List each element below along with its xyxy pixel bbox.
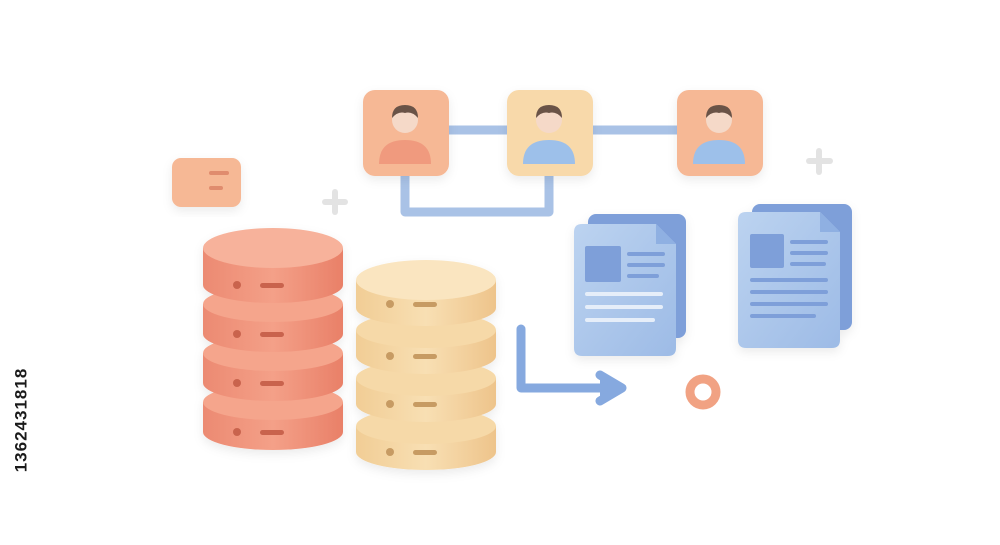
tag-icon bbox=[172, 158, 241, 207]
plus-icon bbox=[806, 148, 833, 175]
plus-icon bbox=[322, 189, 348, 215]
user-avatar-icon bbox=[507, 90, 593, 176]
stock-id-text: 1362431818 bbox=[11, 367, 31, 473]
stock-id-watermark: 1362431818 bbox=[8, 300, 34, 540]
user-avatar-icon bbox=[677, 90, 763, 176]
database-icon bbox=[203, 228, 343, 450]
arrow-icon bbox=[516, 324, 627, 406]
user-avatar-icon bbox=[363, 90, 449, 176]
document-icon bbox=[738, 204, 852, 348]
ring-icon bbox=[685, 374, 721, 410]
document-icon bbox=[574, 214, 686, 356]
database-icon bbox=[356, 260, 496, 470]
user-connector bbox=[400, 125, 685, 217]
